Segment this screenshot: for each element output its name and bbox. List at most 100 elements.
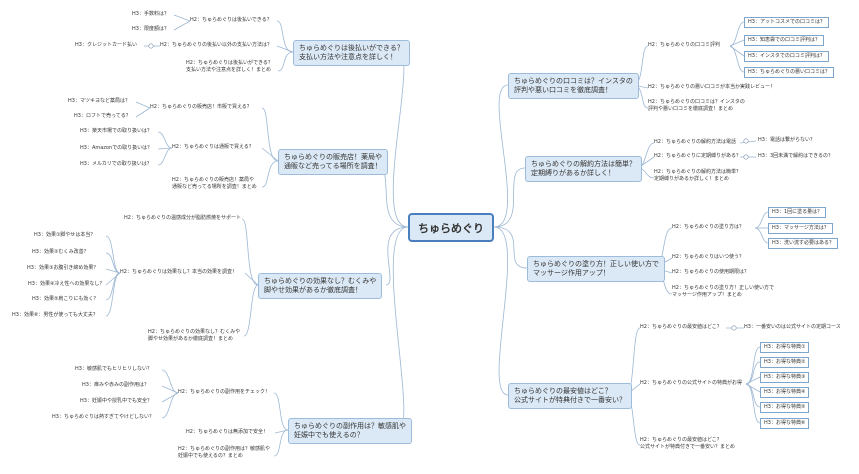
topic-line: 評判や悪い口コミを徹底調査！ (514, 86, 612, 94)
h3-node[interactable]: H3：効果③お腹引き締め効果？ (27, 265, 99, 271)
h3-node[interactable]: H3：インスタでの口コミ評判は？ (744, 51, 829, 62)
h2-node[interactable]: H2：ちゅらめぐりの悪い口コミが本当か実践レビュー！ (648, 84, 775, 90)
h2-node[interactable]: H2：ちゅらめぐりの解約方法は簡単？ 定期縛りがあるか詳しく！まとめ (654, 169, 741, 183)
h3-node[interactable]: H3：お得な特典④ (760, 387, 810, 398)
topic-side-effects[interactable]: ちゅらめぐりの副作用は？敏感肌や 妊娠中でも使えるの？ (288, 418, 412, 444)
h3-node[interactable]: H3：マツキヨなど薬局は？ (68, 98, 130, 104)
topic-reviews[interactable]: ちゅらめぐりの口コミは？インスタの 評判や悪い口コミを徹底調査！ (508, 73, 639, 99)
node-line: 公式サイトが特典付きで一番安い？まとめ (640, 444, 736, 450)
h2-node[interactable]: H2：ちゅらめぐりの公式サイトの特典がお得 (640, 380, 742, 386)
topic-line: 妊娠中でも使えるの？ (294, 431, 364, 439)
node-line: H2：ちゅらめぐりの効果なし？むくみや (148, 329, 241, 335)
node-line: H2：ちゅらめぐりの口コミは？インスタの (648, 99, 745, 105)
h2-node[interactable]: H2：ちゅらめぐりは効果なし？本当の効果を調査！ (120, 269, 237, 275)
h3-node[interactable]: H3：Amazonでの取り扱いは？ (80, 145, 153, 151)
h3-node[interactable]: H3：お得な特典① (760, 342, 810, 353)
node-line: 支払い方法や注意点を詳しく！まとめ (186, 67, 272, 73)
node-line: H2：ちゅらめぐりの最安値はどこ？ (640, 437, 722, 443)
h3-node[interactable]: H3：敏感肌でもヒリヒリしない？ (75, 366, 152, 372)
topic-line: 公式サイトが特典付きで一番安い？ (514, 396, 626, 404)
topic-line: ちゅらめぐりの最安値はどこ？ (514, 387, 612, 395)
topic-effect[interactable]: ちゅらめぐりの効果なし？むくみや 脚やせ効果があるか徹底調査！ (258, 273, 383, 299)
collapse-toggle-icon[interactable] (731, 325, 737, 331)
node-line: マッサージ作用アップ！まとめ (672, 292, 742, 298)
node-line: 定期縛りがあるか詳しく！まとめ (654, 176, 730, 182)
topic-cancel[interactable]: ちゅらめぐりの解約方法は簡単？ 定期縛りがあるか詳しく！ (525, 156, 642, 182)
node-line: H2：ちゅらめぐりは後払いができる？ (186, 60, 273, 66)
h2-node[interactable]: H2：ちゅらめぐりの後払い以外の支払い方法は？ (160, 42, 272, 48)
h3-node[interactable]: H3：効果⑥：男性が使っても大丈夫？ (12, 312, 98, 318)
h2-node[interactable]: H2：ちゅらめぐりはいつ使う？ (672, 254, 744, 260)
h2-node[interactable]: H2：ちゅらめぐりに定期縛りがある？ (654, 153, 741, 159)
h3-node[interactable]: H3：お得な特典⑤ (760, 402, 810, 413)
topic-line: 支払い方法や注意点を詳しく！ (299, 53, 397, 61)
h3-node[interactable]: H3：クレジットカード払い (75, 42, 137, 48)
h3-node[interactable]: H3：一番安いのは公式サイトの定期コース (744, 324, 841, 330)
h2-node[interactable]: H2：ちゅらめぐりの副作用をチェック！ (178, 389, 270, 395)
h2-node[interactable]: H2：ちゅらめぐりの最安値はどこ？ (640, 324, 722, 330)
topic-line: ちゅらめぐりの解約方法は簡単？ (531, 160, 636, 168)
h2-node[interactable]: H2：ちゅらめぐりの解約方法は電話 (654, 139, 736, 145)
h2-node[interactable]: H2：ちゅらめぐりの温感成分が脂肪燃焼をサポート (124, 215, 241, 221)
h3-node[interactable]: H3：楽天市場での取り扱いは？ (80, 128, 152, 134)
h2-node[interactable]: H2：ちゅらめぐりは後払いができる？ 支払い方法や注意点を詳しく！まとめ (186, 60, 273, 74)
topic-store[interactable]: ちゅらめぐりの販売店！薬局や 通販など売ってる場所を調査！ (278, 149, 388, 175)
h3-node[interactable]: H3：ロフトで売ってる？ (74, 113, 131, 119)
h2-node[interactable]: H2：ちゅらめぐりの口コミ評判 (648, 42, 720, 48)
node-line: H2：ちゅらめぐりの解約方法は簡単？ (654, 169, 741, 175)
collapse-toggle-icon[interactable] (743, 138, 749, 144)
h3-node[interactable]: H3：効果④冷え性への効果なし？ (28, 281, 105, 287)
h3-node[interactable]: H3：お得な特典③ (760, 372, 810, 383)
h2-node[interactable]: H2：ちゅらめぐりの副作用は？敏感肌や 妊娠中でも使えるの？まとめ (178, 446, 270, 460)
collapse-toggle-icon[interactable] (743, 154, 749, 160)
h3-node[interactable]: H3：メルカリでの取り扱いは？ (80, 161, 152, 167)
h2-node[interactable]: H2：ちゅらめぐりの販売店！市販で買える？ (150, 104, 252, 110)
h3-node[interactable]: H3：洗い流す必要はある？ (768, 238, 838, 249)
h3-node[interactable]: H3：ちゅらめぐりは熱すぎてやけどしない？ (52, 414, 154, 420)
h3-node[interactable]: H3：痒みや赤みの副作用は？ (82, 382, 149, 388)
h2-node[interactable]: H2：ちゅらめぐりは後払いできる？ (190, 17, 272, 23)
h2-node[interactable]: H2：ちゅらめぐりの塗り方は？ (672, 224, 744, 230)
node-line: 通販など売ってる場所を調査！まとめ (172, 184, 257, 190)
h3-node[interactable]: H3：効果②むくみ改善？ (32, 249, 89, 255)
topic-line: 通販など売ってる場所を調査！ (284, 162, 382, 170)
h3-node[interactable]: H3：1回に塗る量は？ (768, 207, 827, 218)
topic-line: ちゅらめぐりの効果なし？むくみや (264, 277, 377, 285)
h2-node[interactable]: H2：ちゅらめぐりの口コミは？インスタの 評判や悪い口コミを徹底調査！まとめ (648, 99, 745, 113)
h3-node[interactable]: H3：妊娠中や授乳中でも安全？ (80, 398, 152, 404)
topic-cheapest[interactable]: ちゅらめぐりの最安値はどこ？ 公式サイトが特典付きで一番安い？ (508, 383, 632, 409)
h2-node[interactable]: H2：ちゅらめぐりの効果なし？むくみや 脚やせ効果があるか徹底調査！まとめ (148, 329, 240, 343)
h2-node[interactable]: H2：ちゅらめぐりの販売店！薬局や 通販など売ってる場所を調査！まとめ (172, 177, 257, 191)
h3-node[interactable]: H3：お得な特典⑥ (760, 418, 810, 429)
collapse-toggle-icon[interactable] (148, 43, 154, 49)
node-line: H2：ちゅらめぐりの販売店！薬局や (172, 177, 254, 183)
topic-line: ちゅらめぐりの口コミは？インスタの (514, 77, 633, 85)
h2-node[interactable]: H2：ちゅらめぐりの最安値はどこ？ 公式サイトが特典付きで一番安い？まとめ (640, 437, 735, 451)
h3-node[interactable]: H3：知恵袋での口コミ評判は？ (744, 35, 824, 46)
topic-apply[interactable]: ちゅらめぐりの塗り方！正しい使い方で マッサージ作用アップ！ (527, 256, 665, 282)
topic-line: 定期縛りがあるか詳しく！ (531, 169, 615, 177)
h3-node[interactable]: H3：効果①脚やせは本当？ (34, 232, 96, 238)
h3-node[interactable]: H3：手数料は？ (132, 11, 169, 17)
root-topic[interactable]: ちゅらめぐり (408, 213, 494, 242)
topic-payment[interactable]: ちゅらめぐりは後払いができる？ 支払い方法や注意点を詳しく！ (293, 40, 410, 66)
h3-node[interactable]: H3：ちゅらめぐりの悪い口コミは？ (744, 67, 834, 78)
h2-node[interactable]: H2：ちゅらめぐりの塗り方！正しい使い方で マッサージ作用アップ！まとめ (672, 285, 774, 299)
topic-line: ちゅらめぐりは後払いができる？ (299, 44, 404, 52)
node-line: 脚やせ効果があるか徹底調査！まとめ (148, 336, 234, 342)
h3-node[interactable]: H3：3回未満で解約はできるの？ (758, 153, 834, 159)
h3-node[interactable]: H3：効果⑤肩こりにも効く？ (32, 296, 99, 302)
h3-node[interactable]: H3：お得な特典② (760, 357, 810, 368)
h3-node[interactable]: H3：限度額は？ (132, 26, 169, 32)
h3-node[interactable]: H3：電話は繋がらない？ (758, 137, 815, 143)
h3-node[interactable]: H3：アットコスメでの口コミは？ (744, 17, 829, 28)
node-line: 評判や悪い口コミを徹底調査！まとめ (648, 106, 734, 112)
topic-line: マッサージ作用アップ！ (533, 269, 610, 277)
h2-node[interactable]: H2：ちゅらめぐりは無添加で安全！ (186, 429, 268, 435)
topic-line: ちゅらめぐりの販売店！薬局や (284, 153, 382, 161)
h3-node[interactable]: H3：マッサージ方法は？ (768, 223, 833, 234)
node-line: 妊娠中でも使えるの？まとめ (178, 453, 243, 459)
h2-node[interactable]: H2：ちゅらめぐりの使用期限は？ (672, 269, 749, 275)
h2-node[interactable]: H2：ちゅらめぐりは通販で買える？ (172, 144, 254, 150)
